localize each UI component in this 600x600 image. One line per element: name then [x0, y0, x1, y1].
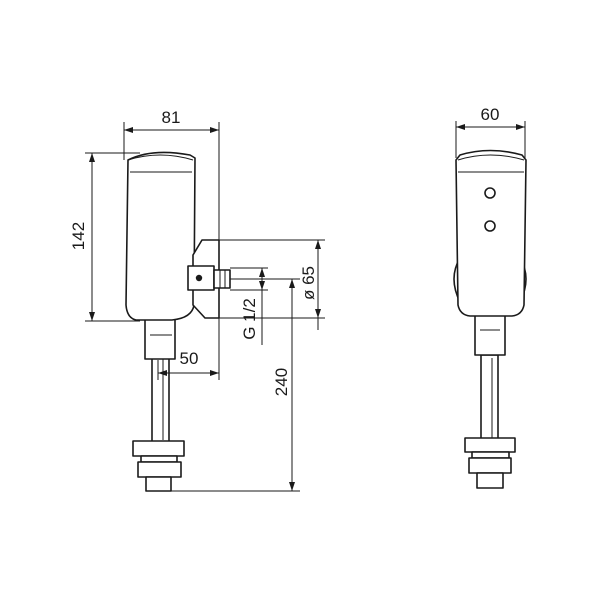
dim-front-width: 60 — [455, 105, 526, 158]
side-valve-body — [187, 239, 231, 319]
dim-label-diameter: ø 65 — [299, 266, 318, 300]
front-housing — [455, 149, 527, 317]
dim-label-240: 240 — [272, 368, 291, 396]
dim-label-142: 142 — [69, 222, 88, 250]
dim-height: 142 — [69, 152, 140, 322]
dim-depth: 50 — [157, 318, 220, 380]
sensor-lens-icon — [484, 187, 496, 199]
front-neck — [474, 313, 506, 356]
side-housing — [125, 151, 196, 321]
dim-label-thread: G 1/2 — [240, 298, 259, 340]
front-outlet-pipe — [464, 354, 516, 489]
front-view: 60 — [453, 105, 527, 489]
side-outlet-pipe — [132, 354, 185, 492]
dim-diameter: ø 65 — [219, 239, 325, 330]
dim-label-50: 50 — [180, 349, 199, 368]
side-view: 81 142 50 G 1/2 — [69, 108, 325, 492]
sensor-lens-icon — [484, 220, 496, 232]
screw-dot — [195, 274, 203, 282]
dim-total-length: 240 — [171, 278, 300, 492]
side-neck — [144, 318, 176, 360]
dim-thread: G 1/2 — [230, 267, 268, 345]
dim-label-81: 81 — [162, 108, 181, 127]
dim-label-60: 60 — [481, 105, 500, 124]
dim-side-width: 81 — [123, 108, 220, 240]
